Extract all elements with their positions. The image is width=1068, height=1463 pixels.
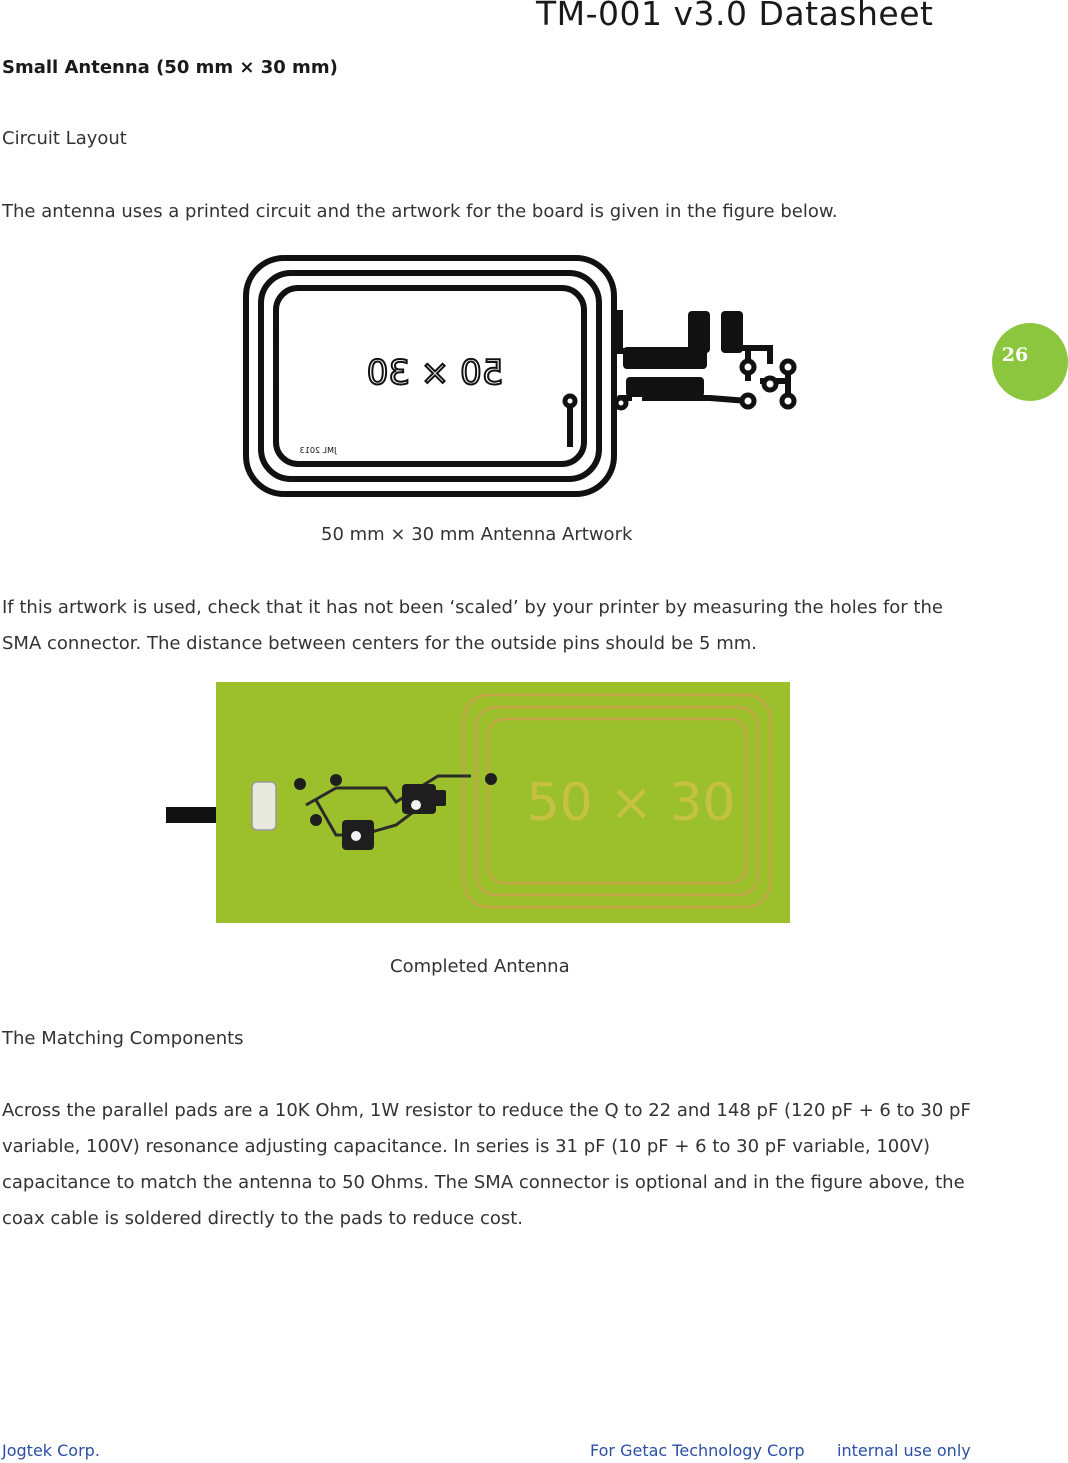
solder-joint-2 xyxy=(310,814,322,826)
artwork-small-label: JML 2013 xyxy=(300,446,338,455)
circuit-layout-intro: The antenna uses a printed circuit and t… xyxy=(2,201,838,222)
scaling-note: If this artwork is used, check that it h… xyxy=(2,597,943,654)
solder-joint-3 xyxy=(330,774,342,786)
sma-pin-3 xyxy=(739,392,757,410)
solder-joint-4 xyxy=(485,773,497,785)
outer-loop-trace xyxy=(243,255,617,497)
sma-pad xyxy=(251,781,277,831)
middle-loop-trace xyxy=(258,270,602,482)
antenna-artwork-figure: 50 × 30 JML 2013 xyxy=(240,253,800,499)
figure1-caption: 50 mm × 30 mm Antenna Artwork xyxy=(321,524,633,545)
pcb-board-label: 50 × 30 xyxy=(527,773,736,833)
page-number: 26 xyxy=(1001,344,1029,366)
footer-for-text: For Getac Technology Corp xyxy=(590,1441,805,1460)
solder-joint-1 xyxy=(294,778,306,790)
sma-pin-1 xyxy=(739,358,757,376)
matching-components-heading: The Matching Components xyxy=(2,1028,244,1049)
via-hole xyxy=(562,393,578,409)
smd-resistor xyxy=(422,790,446,806)
copper-loop-inner xyxy=(486,717,748,885)
sma-pin-center xyxy=(761,375,779,393)
pad-cap-2 xyxy=(721,311,743,353)
sma-pin-4 xyxy=(779,392,797,410)
page-number-badge: 26 xyxy=(992,323,1068,401)
footer-company: Jogtek Corp. xyxy=(2,1441,100,1460)
matching-components-body: Across the parallel pads are a 10K Ohm, … xyxy=(2,1100,971,1229)
section-title: Small Antenna (50 mm × 30 mm) xyxy=(2,57,338,78)
pad-cap-1 xyxy=(688,311,710,353)
trimmer-1-dial xyxy=(411,800,421,810)
footer-usage: internal use only xyxy=(837,1441,971,1460)
circuit-layout-heading: Circuit Layout xyxy=(2,128,127,149)
figure2-caption: Completed Antenna xyxy=(390,956,570,977)
trimmer-2-dial xyxy=(351,831,361,841)
solder-trace-top xyxy=(305,774,471,807)
copper-loop-outer xyxy=(462,693,772,909)
ground-trace xyxy=(642,395,749,404)
pad-lower xyxy=(626,377,704,397)
inner-loop-trace xyxy=(273,285,587,467)
completed-antenna-figure: 50 × 30 xyxy=(166,680,792,925)
sma-pin-2 xyxy=(779,358,797,376)
ground-hole xyxy=(613,395,629,411)
pad-upper xyxy=(623,347,707,369)
artwork-board-label: 50 × 30 xyxy=(367,353,504,393)
copper-loop-middle xyxy=(474,705,760,897)
document-header-title: TM-001 v3.0 Datasheet xyxy=(536,0,934,33)
